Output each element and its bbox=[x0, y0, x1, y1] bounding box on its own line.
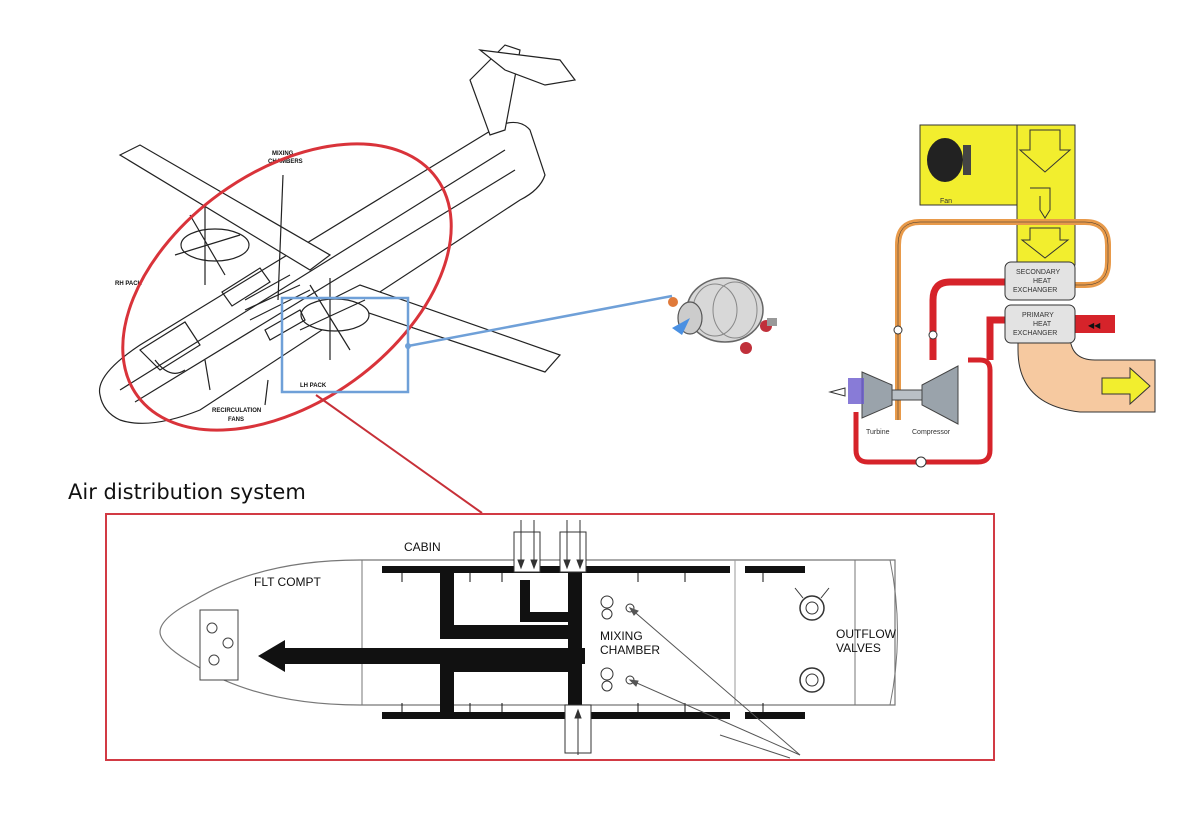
aircraft-labels: MIXING CHAMBERS RH PACK LH PACK RECIRCUL… bbox=[115, 151, 327, 423]
primary-hx-line2: HEAT bbox=[1033, 321, 1052, 328]
exhaust-arrow bbox=[1101, 366, 1151, 406]
label-recirculation-2: FANS bbox=[228, 417, 244, 423]
label-flt-compt: FLT COMPT bbox=[254, 575, 322, 589]
flt-compt-arrow bbox=[285, 648, 585, 664]
turbine-icon bbox=[861, 371, 893, 419]
label-outflow-1: OUTFLOW bbox=[836, 627, 897, 641]
label-rh-pack: RH PACK bbox=[115, 281, 143, 287]
highlight-ellipse bbox=[121, 142, 453, 432]
hot-air-duct bbox=[929, 278, 1005, 360]
turbine-label: Turbine bbox=[866, 429, 890, 436]
fuselage-outline bbox=[159, 559, 896, 706]
label-outflow-2: VALVES bbox=[836, 641, 881, 655]
label-cabin: CABIN bbox=[404, 540, 441, 554]
label-mixing-chambers-1: MIXING bbox=[272, 151, 294, 157]
primary-hx-line3: EXCHANGER bbox=[1013, 330, 1057, 337]
secondary-hx-line2: HEAT bbox=[1033, 278, 1052, 285]
upper-duct bbox=[382, 566, 730, 573]
label-mixing-2: CHAMBER bbox=[600, 643, 660, 657]
flt-compt-panel bbox=[199, 609, 239, 681]
label-lh-pack: LH PACK bbox=[300, 383, 327, 389]
label-recirculation-1: RECIRCULATION bbox=[212, 408, 261, 414]
compressor-icon bbox=[921, 365, 959, 425]
distribution-heading: Air distribution system bbox=[68, 480, 306, 504]
pack-connector-line bbox=[407, 294, 673, 348]
inlet-box-2 bbox=[559, 531, 587, 573]
compressor-label: Compressor bbox=[912, 429, 951, 436]
inlet-box-1 bbox=[513, 531, 541, 573]
primary-hx-line1: PRIMARY bbox=[1022, 312, 1054, 319]
air-cycle-machine-icon bbox=[668, 277, 777, 354]
secondary-heat-exchanger bbox=[1004, 261, 1076, 301]
aircraft-drawing bbox=[98, 44, 577, 424]
outflow-valve-upper bbox=[799, 595, 825, 621]
fan-icon bbox=[927, 138, 963, 182]
label-mixing-chambers-2: CHAMBERS bbox=[268, 159, 303, 165]
distribution-diagram: CABIN FLT COMPT MIXING CHAMBER OUTFLOW V… bbox=[159, 520, 898, 759]
secondary-hx-line1: SECONDARY bbox=[1016, 269, 1061, 276]
lower-duct bbox=[382, 712, 730, 719]
outflow-valve-lower bbox=[799, 667, 825, 693]
primary-heat-exchanger bbox=[1004, 304, 1076, 344]
svg-text:◀◀: ◀◀ bbox=[1088, 321, 1101, 330]
distribution-connector-line bbox=[315, 394, 483, 514]
secondary-hx-line3: EXCHANGER bbox=[1013, 287, 1057, 294]
label-mixing-1: MIXING bbox=[600, 629, 643, 643]
bleed-air-arrow bbox=[1070, 315, 1115, 333]
pack-schematic: Fan ◀◀ SECONDARY HEAT EXCHANGER PRIMARY … bbox=[828, 124, 1156, 468]
fan-label: Fan bbox=[940, 198, 952, 205]
